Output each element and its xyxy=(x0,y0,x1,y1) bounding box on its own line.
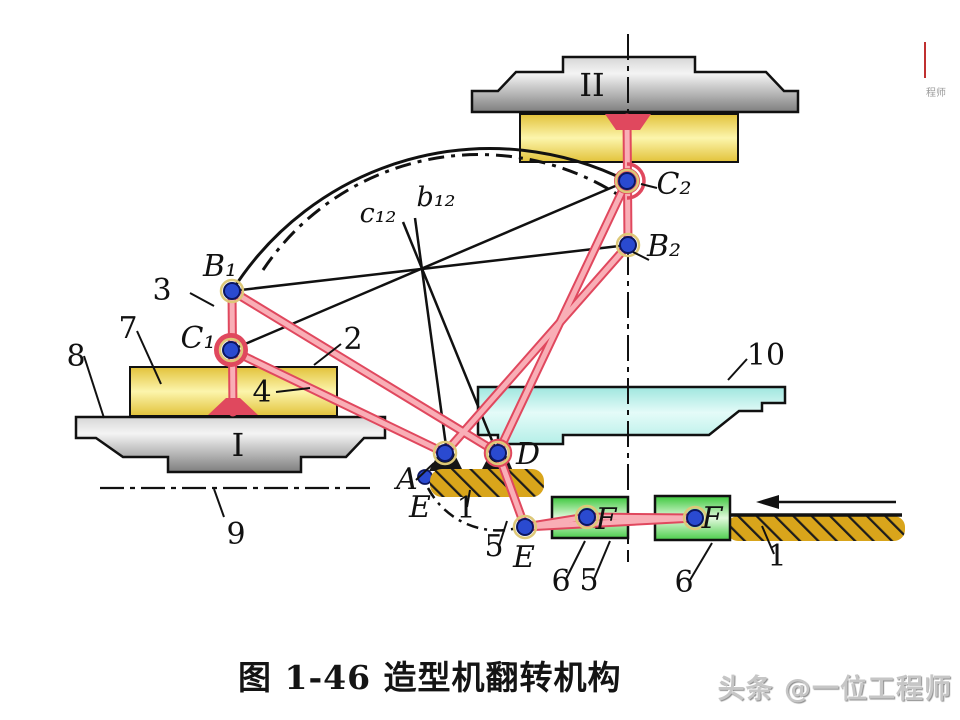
flask-platform-II xyxy=(470,55,800,163)
label-4: 4 xyxy=(252,375,271,410)
chord-B1-B2 xyxy=(231,243,629,293)
label-8: 8 xyxy=(66,339,85,374)
label-E-start: E xyxy=(408,490,431,525)
joints xyxy=(218,168,708,540)
watermark-corner-fragment: 程师 xyxy=(926,88,946,99)
guide-bar-hatch xyxy=(727,516,905,541)
label-B1: B₁ xyxy=(202,249,237,284)
label-b12: b₁₂ xyxy=(417,182,456,213)
joint-F-left xyxy=(578,508,596,526)
figure-caption: 图 1-46 造型机翻转机构 xyxy=(238,658,622,697)
label-C2: C₂ xyxy=(657,167,692,202)
label-6-left: 6 xyxy=(551,564,570,599)
platform-I-body xyxy=(74,415,387,474)
platform-II-body xyxy=(470,55,800,114)
label-platform-I: I xyxy=(232,426,245,464)
label-1-center: 1 xyxy=(456,491,475,526)
label-D: D xyxy=(515,437,540,472)
hook-ring-C1 xyxy=(214,333,248,367)
label-3: 3 xyxy=(152,273,171,308)
hook-ring-C2-outer xyxy=(626,162,646,200)
label-F-right: F xyxy=(701,501,724,536)
joint-C2 xyxy=(618,172,636,190)
diagram-labels: II I B₁ C₁ B₂ C₂ b₁₂ c₁₂ 3 7 8 2 4 9 10 … xyxy=(66,66,786,600)
joint-C1 xyxy=(222,341,240,359)
joint-A xyxy=(436,444,454,462)
label-platform-II: II xyxy=(579,66,604,104)
label-B2: B₂ xyxy=(646,229,681,264)
rotation-arc-solid xyxy=(230,147,628,292)
joint-B1 xyxy=(223,282,241,300)
label-5-center: 5 xyxy=(484,529,503,564)
joint-E xyxy=(516,518,534,536)
red-tick-mark xyxy=(924,42,926,78)
platform-10-body xyxy=(476,385,787,446)
label-5-pair: 5 xyxy=(579,563,598,598)
leader-lines xyxy=(83,183,775,581)
label-2: 2 xyxy=(343,322,362,357)
label-C1: C₁ xyxy=(181,321,216,356)
label-c12: c₁₂ xyxy=(360,198,397,229)
joint-B2 xyxy=(619,236,637,254)
watermark-brand: 头条 @一位工程师 xyxy=(717,674,952,705)
rotation-arc-dashdot xyxy=(261,153,621,271)
joint-D xyxy=(489,444,507,462)
ground-bar-hatch xyxy=(430,469,544,497)
label-9: 9 xyxy=(226,517,245,552)
label-F-left: F xyxy=(595,502,618,537)
upper-stem-foot xyxy=(605,114,651,130)
joint-F-right xyxy=(686,509,704,527)
label-6-right: 6 xyxy=(674,565,693,600)
label-E: E xyxy=(512,540,535,575)
joint-halos xyxy=(218,168,708,540)
label-7: 7 xyxy=(118,311,137,346)
motion-arrow-head xyxy=(756,495,779,509)
receiving-platform-10 xyxy=(476,385,787,446)
label-10: 10 xyxy=(747,338,785,373)
point-E-path-arc xyxy=(426,487,525,532)
chord-C1-C2 xyxy=(230,179,628,352)
link3-foot xyxy=(208,398,258,415)
label-A: A xyxy=(393,462,418,497)
label-1-right: 1 xyxy=(767,539,786,574)
